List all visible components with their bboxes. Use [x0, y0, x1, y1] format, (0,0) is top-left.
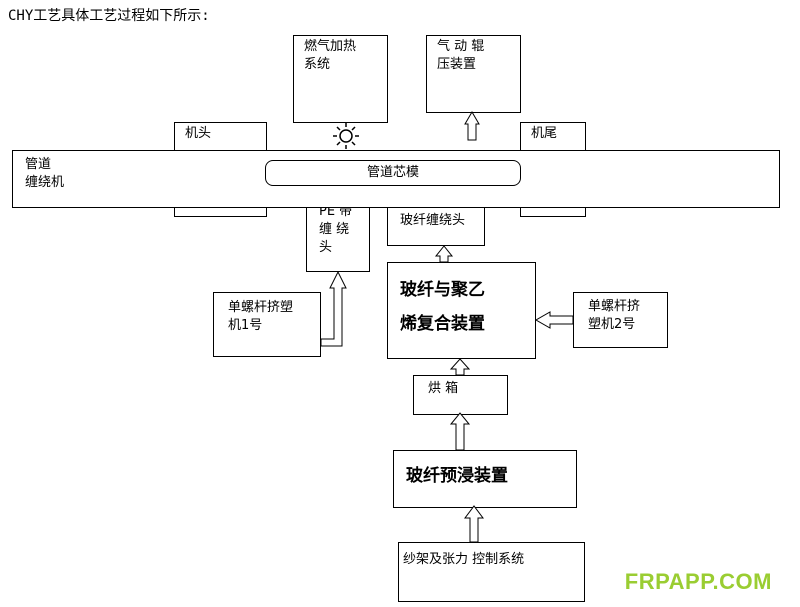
- arrow-preimpregnation-to-oven: [449, 412, 471, 451]
- preimpregnation-box: 玻纤预浸装置: [393, 450, 577, 508]
- preimpregnation-label: 玻纤预浸装置: [406, 466, 508, 486]
- gas-heating-line2: 系统: [304, 57, 331, 72]
- arrow-oven-to-composite: [449, 358, 471, 376]
- roller-line1: 气 动 辊: [437, 39, 485, 54]
- arrow-creel-to-preimpregnation: [464, 505, 484, 543]
- roller-line2: 压装置: [437, 57, 477, 72]
- extruder-1-box: 单螺杆挤塑 机1号: [213, 292, 321, 357]
- arrow-composite-to-fiber-head: [434, 245, 454, 263]
- extruder-1-line1: 单螺杆挤塑: [228, 300, 294, 315]
- arrow-extruder1-to-pe-belt: [320, 270, 347, 347]
- extruder-2-box: 单螺杆挤 塑机2号: [573, 292, 668, 348]
- pneumatic-roller-box: 气 动 辊 压装置: [426, 35, 521, 113]
- watermark: FRPAPP.COM: [624, 569, 772, 594]
- composite-device-box: 玻纤与聚乙 烯复合装置: [387, 262, 536, 359]
- gas-heating-line1: 燃气加热: [304, 39, 357, 54]
- heat-sun-icon: [333, 123, 359, 149]
- oven-label: 烘 箱: [428, 381, 459, 396]
- pe-belt-line2: 缠 绕: [319, 222, 350, 237]
- extruder-2-line2: 塑机2号: [588, 317, 636, 332]
- machine-tail-label: 机尾: [531, 126, 558, 141]
- arrow-extruder2-to-composite: [534, 311, 574, 329]
- extruder-2-line1: 单螺杆挤: [588, 299, 641, 314]
- intro-text: CHY工艺具体工艺过程如下所示:: [8, 8, 210, 24]
- gas-heating-box: 燃气加热 系统: [293, 35, 388, 123]
- machine-head-label: 机头: [185, 126, 212, 141]
- pe-belt-line3: 头: [319, 240, 333, 255]
- pipe-winder-line2: 缠绕机: [25, 175, 65, 190]
- composite-line2: 烯复合装置: [400, 314, 485, 334]
- extruder-1-line2: 机1号: [228, 318, 263, 333]
- creel-label: 纱架及张力 控制系统: [403, 552, 525, 567]
- creel-tension-box: 纱架及张力 控制系统: [398, 542, 585, 602]
- pipe-winder-line1: 管道: [25, 157, 52, 172]
- composite-line1: 玻纤与聚乙: [400, 280, 485, 300]
- fiber-winding-head-label: 玻纤缠绕头: [400, 213, 466, 228]
- pipe-core-mold: 管道芯模: [265, 160, 521, 186]
- arrow-pipe-to-roller: [464, 111, 480, 141]
